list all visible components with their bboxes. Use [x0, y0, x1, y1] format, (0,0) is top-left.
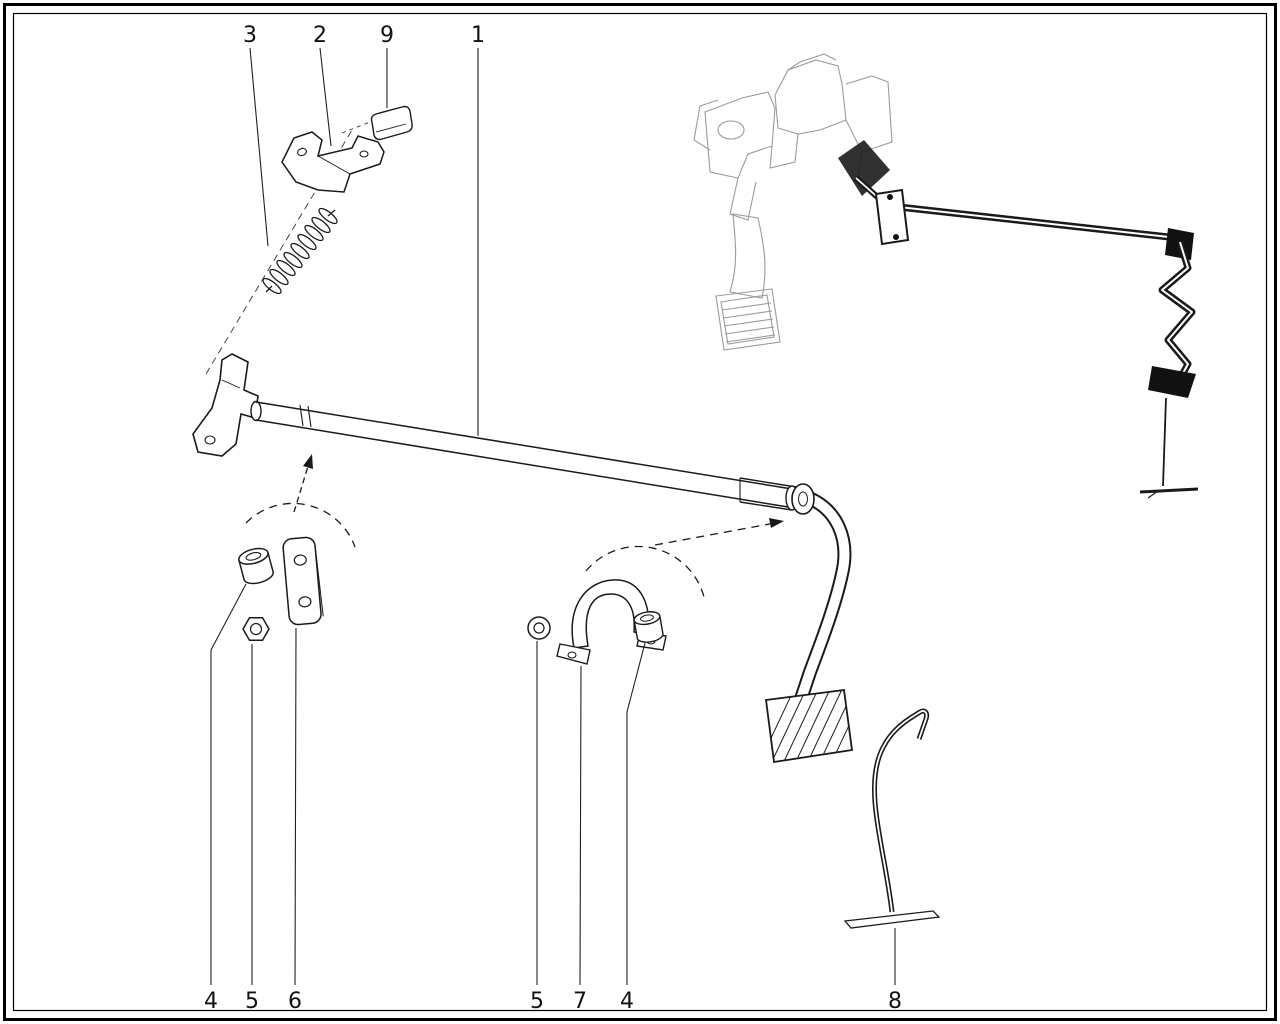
- arrow-head: [769, 518, 784, 528]
- spacer-pad: [341, 105, 413, 141]
- callout-top-9: 9: [380, 23, 394, 48]
- assembly-arc-left: [245, 454, 356, 548]
- release-rod: [843, 708, 941, 929]
- callout-bottom-4a: 4: [204, 989, 218, 1014]
- assembly-arc-right: [585, 518, 784, 598]
- linkage-rod: [838, 140, 1199, 499]
- brake-pedal-ghost: [715, 213, 781, 351]
- callout-bottom-6: 6: [288, 989, 302, 1014]
- callout-bottom-5a: 5: [245, 989, 259, 1014]
- bushing-right: [633, 611, 664, 643]
- arrow-head: [303, 454, 313, 469]
- clutch-pedal-pad: [764, 688, 854, 764]
- callout-bottom-5b: 5: [530, 989, 544, 1014]
- callout-top-3: 3: [243, 23, 257, 48]
- leader-lines: [210, 47, 896, 986]
- callout-bottom-8: 8: [888, 989, 902, 1014]
- page-frame: [3, 3, 1277, 1021]
- return-spring: [262, 207, 338, 295]
- mounting-bracket: [281, 131, 385, 193]
- callouts: 3 2 9 1 4 5 6 5 7 4 8: [204, 23, 902, 1014]
- callout-bottom-4b: 4: [620, 989, 634, 1014]
- callout-bottom-7: 7: [573, 989, 587, 1014]
- callout-top-2: 2: [313, 23, 327, 48]
- nut-left: [242, 616, 270, 642]
- callout-top-1: 1: [471, 23, 485, 48]
- bushing-left: [238, 547, 274, 585]
- retainer-plate: [282, 536, 324, 626]
- cross-shaft: [192, 353, 799, 511]
- washer-right: [527, 616, 551, 640]
